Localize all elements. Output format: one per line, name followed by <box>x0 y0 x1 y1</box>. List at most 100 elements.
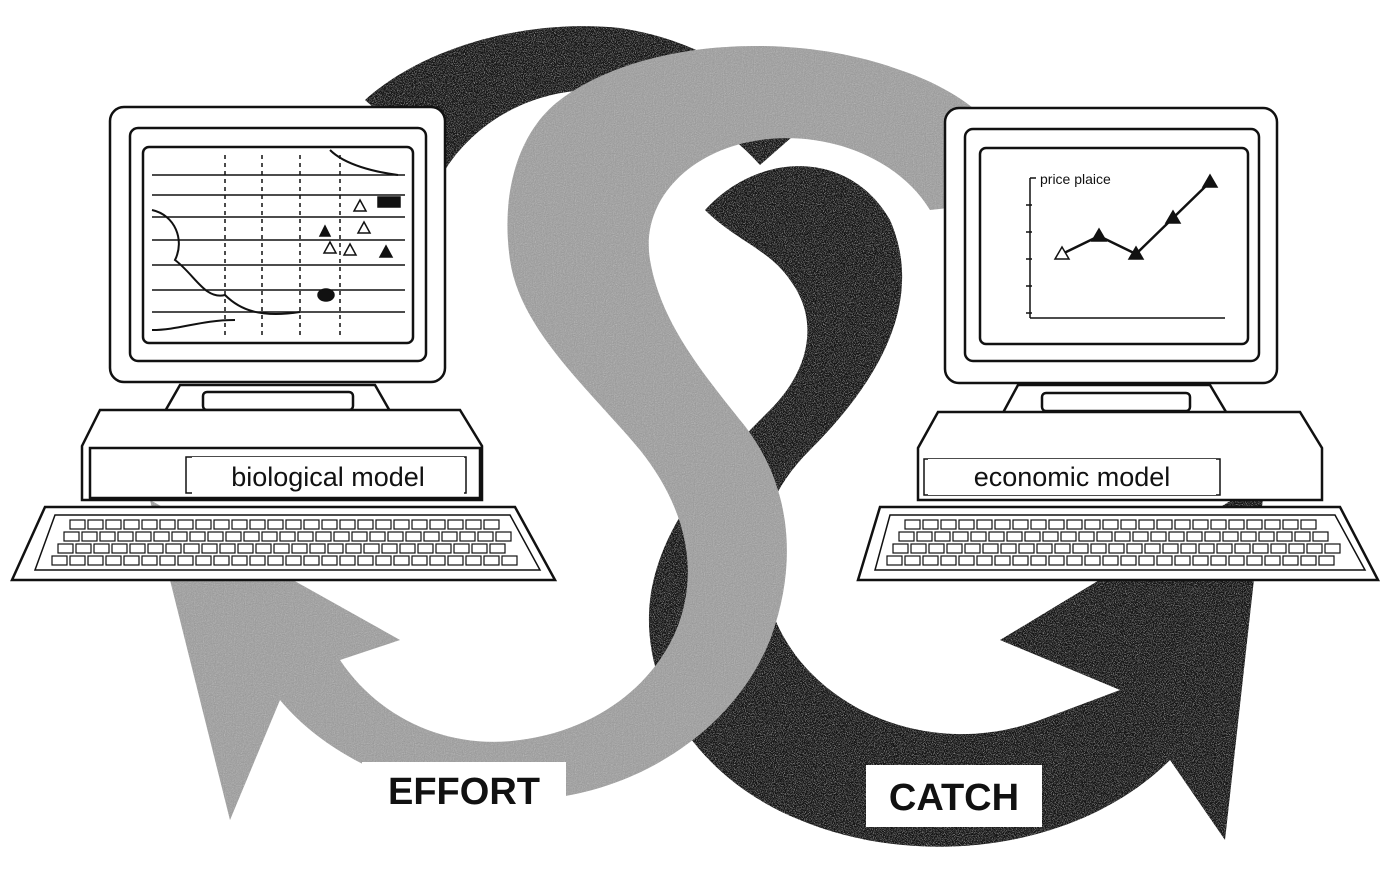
keyboard-key <box>441 531 458 542</box>
keyboard-key <box>1294 531 1311 542</box>
keyboard-key <box>231 519 248 530</box>
keyboard-key <box>429 555 446 566</box>
keyboard-key <box>1072 543 1089 554</box>
keyboard-key <box>123 519 140 530</box>
catch-label: CATCH <box>889 777 1019 819</box>
computer-right-label: economic model <box>974 462 1171 492</box>
keyboard-key <box>1210 519 1227 530</box>
keyboard-key <box>928 543 945 554</box>
keyboard-key <box>904 519 921 530</box>
keyboard-key <box>1300 555 1317 566</box>
keyboard-key <box>910 543 927 554</box>
keyboard-key <box>405 531 422 542</box>
keyboard-key <box>195 519 212 530</box>
keyboard-key <box>1048 519 1065 530</box>
keyboard-key <box>1204 531 1221 542</box>
keyboard-key <box>141 555 158 566</box>
keyboard-key <box>994 555 1011 566</box>
keyboard-key <box>177 519 194 530</box>
keyboard-key <box>1102 519 1119 530</box>
keyboard-key <box>1300 519 1317 530</box>
keyboard-key <box>1174 519 1191 530</box>
keyboard-key <box>964 543 981 554</box>
keyboard-key <box>153 531 170 542</box>
keyboard-key <box>1252 543 1269 554</box>
keyboard-key <box>1066 519 1083 530</box>
keyboard-key <box>916 531 933 542</box>
keyboard-key <box>940 555 957 566</box>
keyboard-key <box>117 531 134 542</box>
keyboard-key <box>1192 555 1209 566</box>
keyboard-key <box>1276 531 1293 542</box>
label-biological: biological model <box>192 457 464 495</box>
keyboard-key <box>1156 555 1173 566</box>
keyboard-key <box>1114 531 1131 542</box>
keyboard-key <box>1288 543 1305 554</box>
screen-chart: price plaice <box>1026 171 1225 319</box>
computer-left-label: biological model <box>231 462 425 492</box>
label-economic: economic model <box>928 459 1216 495</box>
keyboard-key <box>147 543 164 554</box>
keyboard-key <box>1318 555 1335 566</box>
keyboard-key <box>321 519 338 530</box>
keyboard-key <box>1012 519 1029 530</box>
keyboard-key <box>447 555 464 566</box>
keyboard-key <box>105 555 122 566</box>
keyboard-key <box>483 519 500 530</box>
keyboard-key <box>898 531 915 542</box>
keyboard-key <box>381 543 398 554</box>
keyboard-key <box>1270 543 1287 554</box>
keyboard-key <box>1102 555 1119 566</box>
keyboard-key <box>483 555 500 566</box>
map-marker <box>342 242 358 256</box>
keyboard-key <box>1264 519 1281 530</box>
keyboard-key <box>87 555 104 566</box>
keyboard-key <box>51 555 68 566</box>
keyboard-key <box>375 555 392 566</box>
keyboard-key <box>189 531 206 542</box>
keyboard-key <box>1048 555 1065 566</box>
keyboard-key <box>970 531 987 542</box>
keyboard-key <box>183 543 200 554</box>
keyboard-key <box>1024 531 1041 542</box>
keyboard-key <box>1186 531 1203 542</box>
keyboard-key <box>994 519 1011 530</box>
keyboard-key <box>309 543 326 554</box>
keyboard-key <box>135 531 152 542</box>
effort-label-box: EFFORT <box>362 762 566 818</box>
catch-arrow-bowl <box>648 166 1265 847</box>
keyboard-key <box>940 519 957 530</box>
keyboard-key <box>261 531 278 542</box>
keyboard-key <box>357 555 374 566</box>
keyboard-key <box>393 519 410 530</box>
map-marker <box>322 240 338 254</box>
keyboard-key <box>1240 531 1257 542</box>
keyboard-key <box>1006 531 1023 542</box>
keyboard-key <box>1264 555 1281 566</box>
keyboard-key <box>1066 555 1083 566</box>
keyboard-key <box>1180 543 1197 554</box>
keyboard-key <box>465 519 482 530</box>
keyboard-key <box>1192 519 1209 530</box>
keyboard-key <box>237 543 254 554</box>
keyboard-key <box>255 543 272 554</box>
keyboard-key <box>904 555 921 566</box>
keyboard-key <box>171 531 188 542</box>
keyboard-key <box>892 543 909 554</box>
keyboard-key <box>195 555 212 566</box>
screen-chart-title: price plaice <box>1040 171 1111 187</box>
screen-map <box>151 149 405 335</box>
keyboard-key <box>279 531 296 542</box>
keyboard-key <box>1174 555 1191 566</box>
keyboard-key <box>1030 555 1047 566</box>
keyboard-key <box>213 519 230 530</box>
keyboard-key <box>99 531 116 542</box>
screen-chart-point <box>1090 227 1108 242</box>
keyboard-key <box>946 543 963 554</box>
keyboard-key <box>243 531 260 542</box>
keyboard-key <box>477 531 494 542</box>
keyboard-key <box>339 519 356 530</box>
keyboard-key <box>934 531 951 542</box>
keyboard-key <box>1036 543 1053 554</box>
keyboard-key <box>375 519 392 530</box>
